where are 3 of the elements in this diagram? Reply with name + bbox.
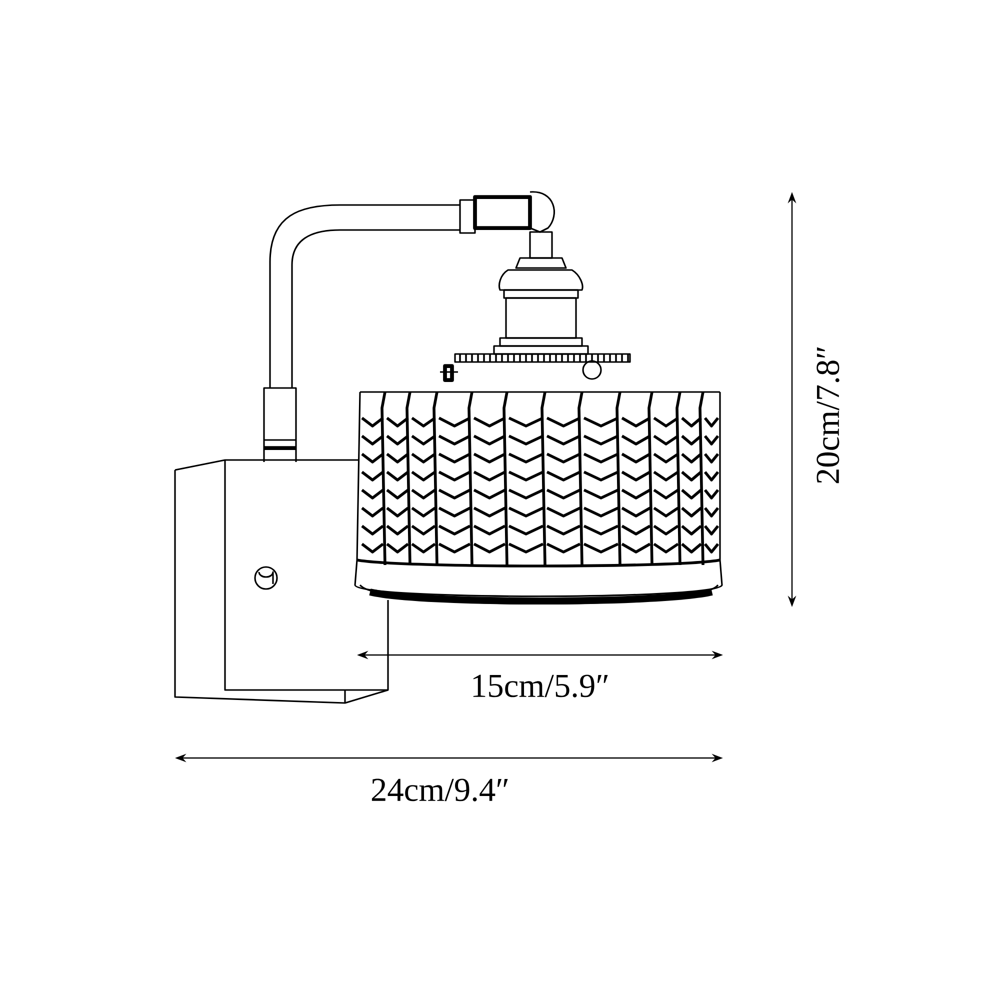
dimension-label: 20cm/7.8″ (816, 347, 840, 484)
dimension-label: 15cm/5.9″ (473, 674, 608, 698)
dimension-label: 24cm/9.4″ (372, 778, 508, 802)
